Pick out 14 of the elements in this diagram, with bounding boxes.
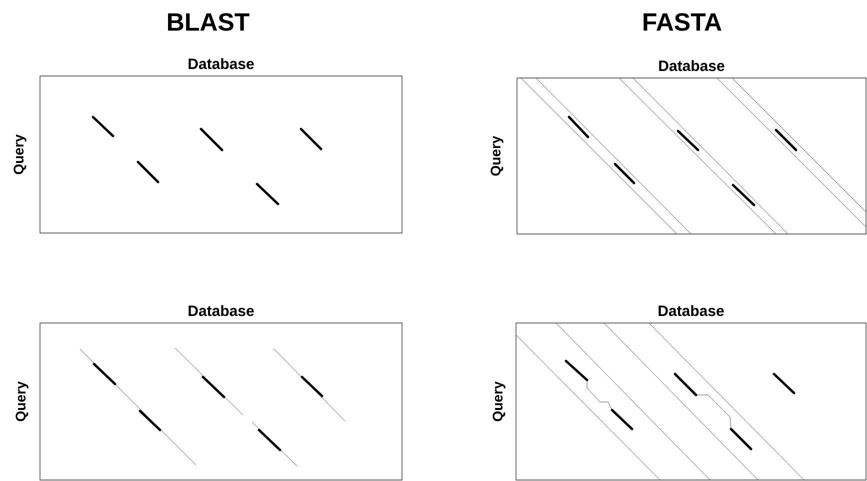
axis-label: Query	[14, 134, 26, 174]
dot-plot-panel: Database	[516, 60, 866, 234]
heading: BLAST	[168, 13, 250, 31]
heading: FASTA	[644, 13, 722, 31]
axis-label: Query	[16, 381, 28, 422]
node-label: Database	[188, 305, 254, 316]
node-label: Database	[188, 58, 254, 70]
axis-label: Query	[490, 136, 504, 176]
dot-plot-panel: Database	[40, 305, 402, 480]
dot-plot-panel: Database	[516, 305, 866, 480]
axis-label: Query	[492, 381, 506, 422]
dot-plot-panel: Database	[40, 58, 402, 234]
node-label: Database	[658, 305, 724, 316]
node-label: Database	[659, 60, 724, 72]
